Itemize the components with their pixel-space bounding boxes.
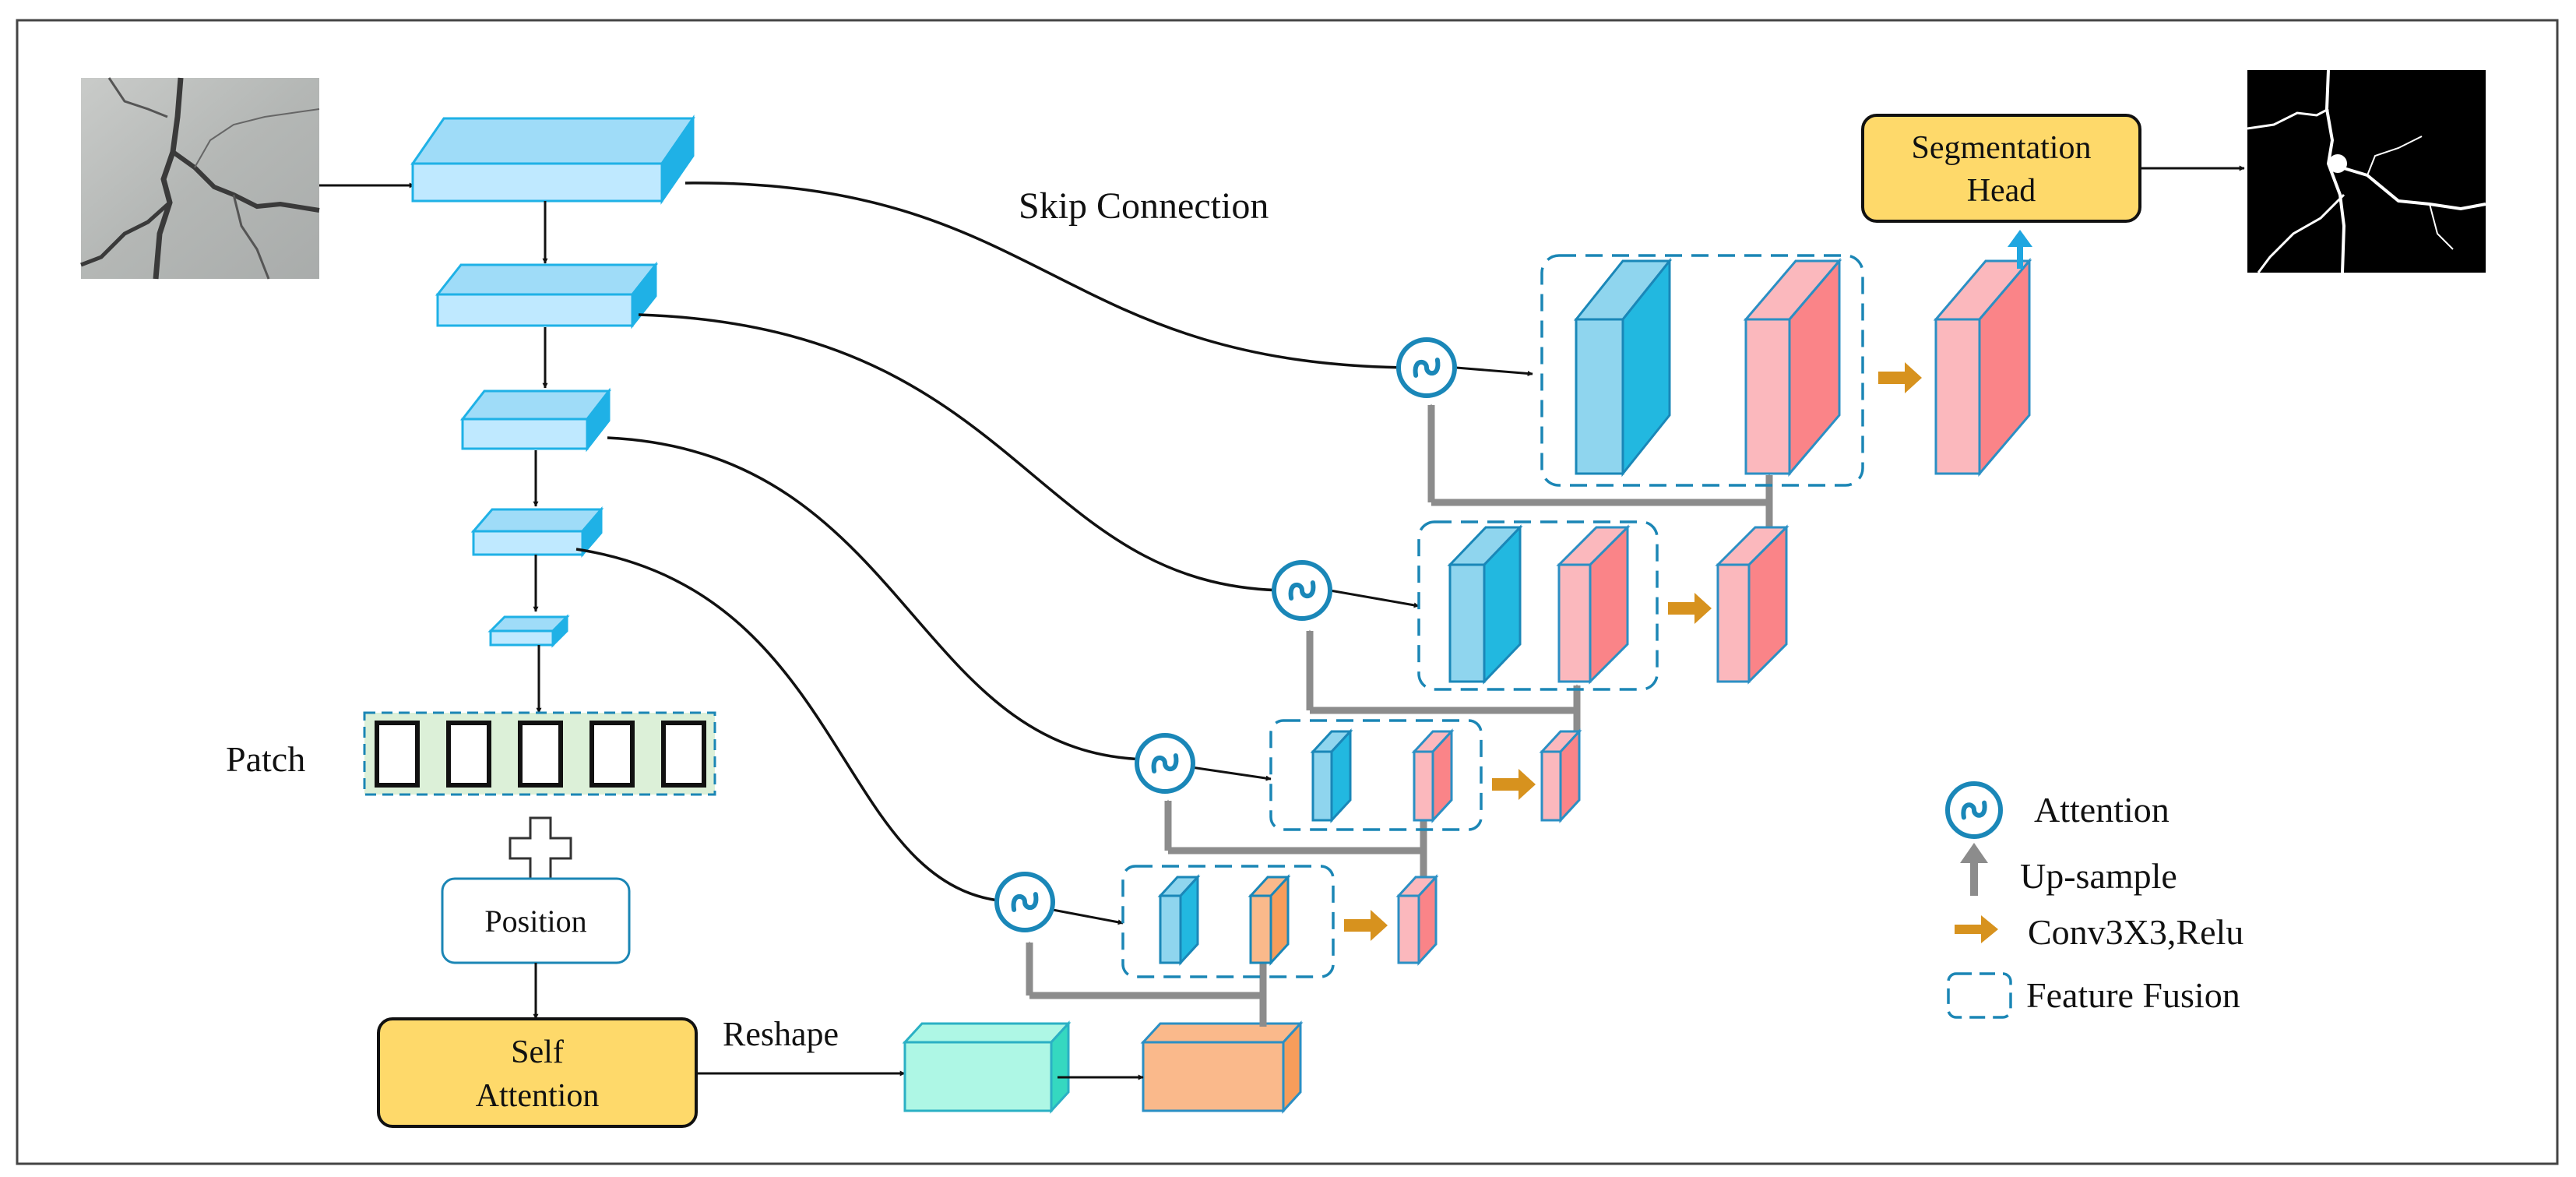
skip-connection-2: [638, 313, 1293, 594]
fusion4-blue-block: [1157, 874, 1201, 966]
fusion3-pink-block: [1411, 728, 1455, 823]
position-label: Position: [484, 904, 586, 939]
fusion3-blue-block: [1310, 728, 1353, 823]
fusion1-blue-block: [1573, 257, 1673, 477]
skip-connection-4: [575, 548, 1021, 905]
attention-gate-3: [1135, 733, 1195, 794]
legend-fusion-label: Feature Fusion: [2026, 975, 2240, 1015]
reshape-label: Reshape: [723, 1015, 839, 1053]
output1-pink-block: [1933, 257, 2032, 477]
self-attention-label-1: Self: [511, 1034, 564, 1070]
attention-gate-4: [994, 872, 1055, 932]
encoder-block-3: [459, 387, 612, 453]
decoder-blocks: [1157, 257, 2032, 966]
encoder-block-2: [435, 261, 659, 329]
patch-label: Patch: [226, 739, 305, 779]
legend-upsample-icon: [1960, 843, 1988, 896]
legend-upsample-label: Up-sample: [2020, 856, 2177, 896]
patch-embedding: [363, 711, 716, 796]
fusion2-blue-block: [1447, 524, 1523, 685]
legend-conv-icon: [1955, 915, 1998, 943]
conv-arrow-1: [1878, 362, 1922, 393]
fusion-box-3: [1269, 719, 1483, 831]
encoder-block-1: [410, 115, 695, 205]
fusion-box-4: [1121, 865, 1335, 978]
fusion4-orange-block: [1248, 874, 1291, 966]
attention-gate-2: [1272, 560, 1332, 621]
segmentation-head-label-2: Head: [1967, 173, 2036, 209]
encoder-stack: [410, 115, 695, 648]
encoder-block-4: [470, 506, 604, 559]
conv-arrows: [1344, 362, 1922, 941]
bottleneck-blocks: [902, 1020, 1304, 1114]
legend-fusion-icon: [1947, 972, 2012, 1019]
legend-attention-icon: [1945, 781, 2003, 839]
encoder-block-5: [487, 614, 570, 648]
segmentation-head-label-1: Segmentation: [1912, 130, 2092, 166]
attention-icon: [1945, 781, 2003, 839]
input-crack-image: [80, 77, 320, 280]
skip-connection-label: Skip Connection: [1019, 185, 1269, 227]
conv-arrow-2: [1668, 593, 1712, 624]
plus-icon: [509, 816, 572, 880]
attention-gate-1: [1396, 337, 1457, 398]
fusion-box-1: [1540, 254, 1864, 487]
fusion1-pink-block: [1743, 257, 1842, 477]
legend-attention-label: Attention: [2034, 790, 2170, 830]
self-attention-label-2: Attention: [476, 1078, 600, 1114]
output-mask-image: [2247, 69, 2486, 273]
output4-pink-block: [1395, 874, 1439, 966]
legend: Attention Up-sample Conv3X3,Relu Feature…: [1945, 781, 2243, 1019]
fusion-box-2: [1417, 520, 1659, 691]
legend-conv-label: Conv3X3,Relu: [2028, 912, 2243, 952]
figure-border: [16, 19, 2559, 1165]
output2-pink-block: [1715, 524, 1789, 685]
skip-connection-1: [684, 181, 1427, 371]
skip-connections: [575, 181, 1427, 905]
skip-connection-3: [607, 436, 1153, 763]
head-upsample-arrow: [2008, 230, 2032, 269]
reshape-block-cyan: [902, 1020, 1072, 1114]
feature-fusion-boxes: [1121, 254, 1864, 978]
reshape-block-orange: [1140, 1020, 1304, 1114]
conv-arrow-4: [1344, 910, 1388, 941]
output3-pink-block: [1539, 728, 1582, 823]
fusion2-pink-block: [1556, 524, 1631, 685]
conv-arrow-3: [1492, 769, 1536, 800]
attention-gates: [994, 337, 1457, 932]
